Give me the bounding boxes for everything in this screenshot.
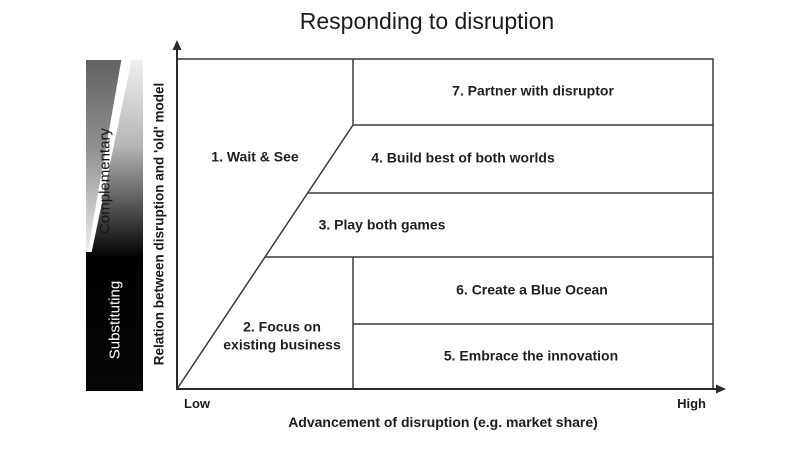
region-play-both-games: 3. Play both games: [318, 216, 446, 233]
substituting-label: Substituting: [106, 280, 124, 360]
region-embrace-the-innovation: 5. Embrace the innovation: [443, 347, 619, 364]
y-axis-title: Relation between disruption and 'old' mo…: [151, 82, 167, 366]
slide-title: Responding to disruption: [299, 8, 555, 34]
region-focus-on-existing-business: 2. Focus on existing business: [223, 318, 341, 353]
x-axis-title: Advancement of disruption (e.g. market s…: [288, 414, 598, 430]
x-axis-low-label: Low: [184, 396, 210, 411]
relation-gradient-bar: Complementary Substituting: [86, 60, 143, 391]
complementary-label: Complementary: [96, 128, 114, 234]
region-wait-and-see: 1. Wait & See: [211, 148, 299, 165]
region-create-a-blue-ocean: 6. Create a Blue Ocean: [456, 281, 608, 298]
region-build-best-of-both-worlds: 4. Build best of both worlds: [371, 149, 555, 166]
region-partner-with-disruptor: 7. Partner with disruptor: [452, 82, 614, 99]
x-axis-high-label: High: [677, 396, 706, 411]
